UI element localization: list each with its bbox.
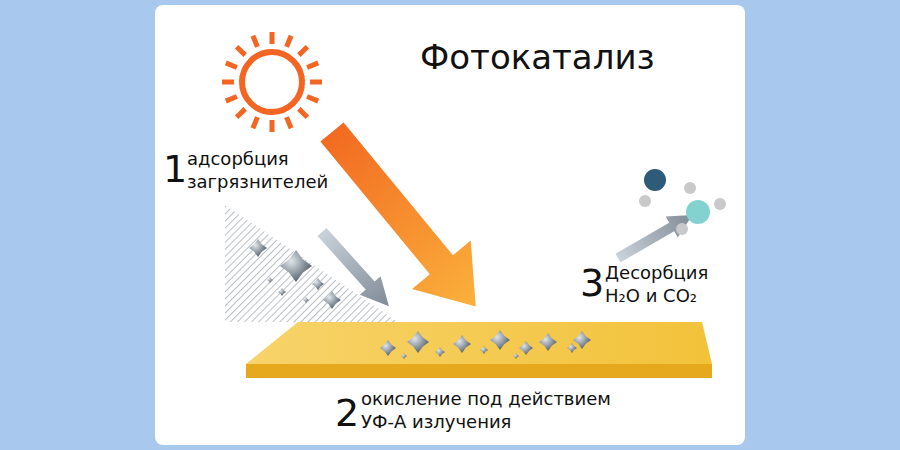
step-label: окисление под действием УФ-А излучения bbox=[361, 388, 623, 433]
desorption-arrow bbox=[612, 205, 698, 269]
sun-rays bbox=[222, 32, 322, 132]
callout-number: 3 bbox=[580, 260, 604, 308]
pollutant-particles bbox=[380, 330, 591, 359]
photocatalyst-plate bbox=[246, 322, 712, 378]
step-label: Десорбция H₂O и CO₂ bbox=[605, 262, 733, 307]
adsorption-arrow bbox=[312, 223, 400, 316]
molecules bbox=[639, 169, 726, 235]
hatched-region bbox=[225, 205, 398, 322]
callout-number: 2 bbox=[335, 390, 359, 438]
sun bbox=[242, 52, 302, 112]
diagram-title: Фотокатализ bbox=[420, 36, 655, 79]
light-arrow bbox=[303, 108, 505, 331]
pollutant-particles bbox=[249, 239, 341, 309]
callout-number: 1 bbox=[163, 146, 187, 194]
step-label: адсорбция загрязнителей bbox=[187, 148, 337, 193]
panel bbox=[155, 5, 745, 445]
